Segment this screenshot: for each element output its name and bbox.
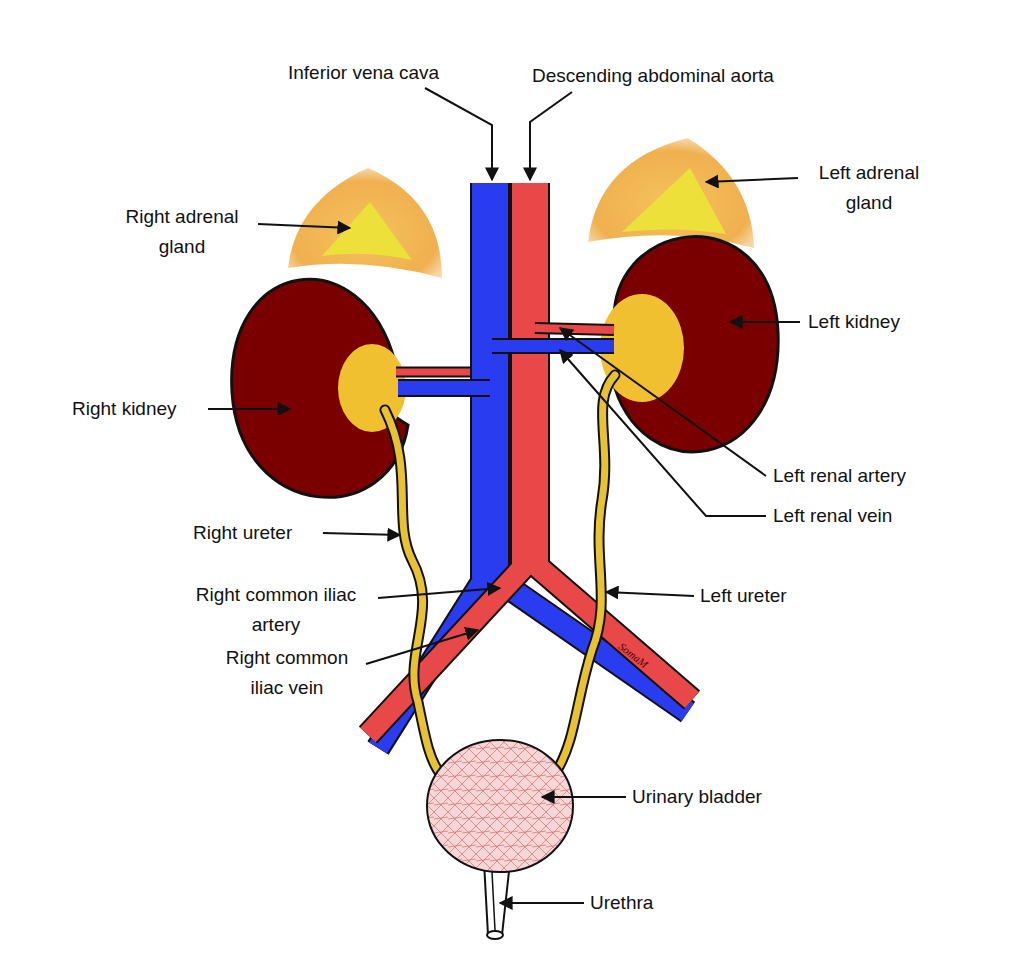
- part-label: Left kidney: [808, 307, 900, 337]
- part-label: Left renal artery: [773, 461, 906, 491]
- watermark: SomaM: [617, 640, 651, 670]
- part-label: Right common iliac artery: [178, 580, 374, 640]
- ureters: [385, 375, 615, 776]
- urinary-bladder: [427, 740, 573, 872]
- part-label: Urethra: [590, 888, 653, 918]
- right-adrenal-core: [322, 202, 412, 260]
- right-kidney: [232, 279, 408, 497]
- part-label: Right kidney: [72, 394, 177, 424]
- part-label: Left adrenal gland: [803, 158, 935, 218]
- part-label: Left ureter: [700, 581, 787, 611]
- leader-lines: [208, 88, 800, 903]
- part-label: Urinary bladder: [632, 782, 762, 812]
- part-label: Left renal vein: [773, 501, 892, 531]
- urethra-opening: [487, 931, 503, 939]
- part-label: Descending abdominal aorta: [532, 61, 774, 91]
- part-label: Inferior vena cava: [288, 58, 439, 88]
- left-adrenal-core: [622, 168, 726, 234]
- urethra-lumen: [492, 872, 495, 930]
- part-label: Right common iliac vein: [214, 643, 360, 703]
- right-renal-pelvis: [338, 344, 406, 432]
- part-label: Right ureter: [193, 518, 292, 548]
- part-label: Right adrenal gland: [112, 202, 252, 262]
- right-adrenal-gland: [288, 168, 442, 278]
- left-adrenal-gland: [588, 138, 754, 248]
